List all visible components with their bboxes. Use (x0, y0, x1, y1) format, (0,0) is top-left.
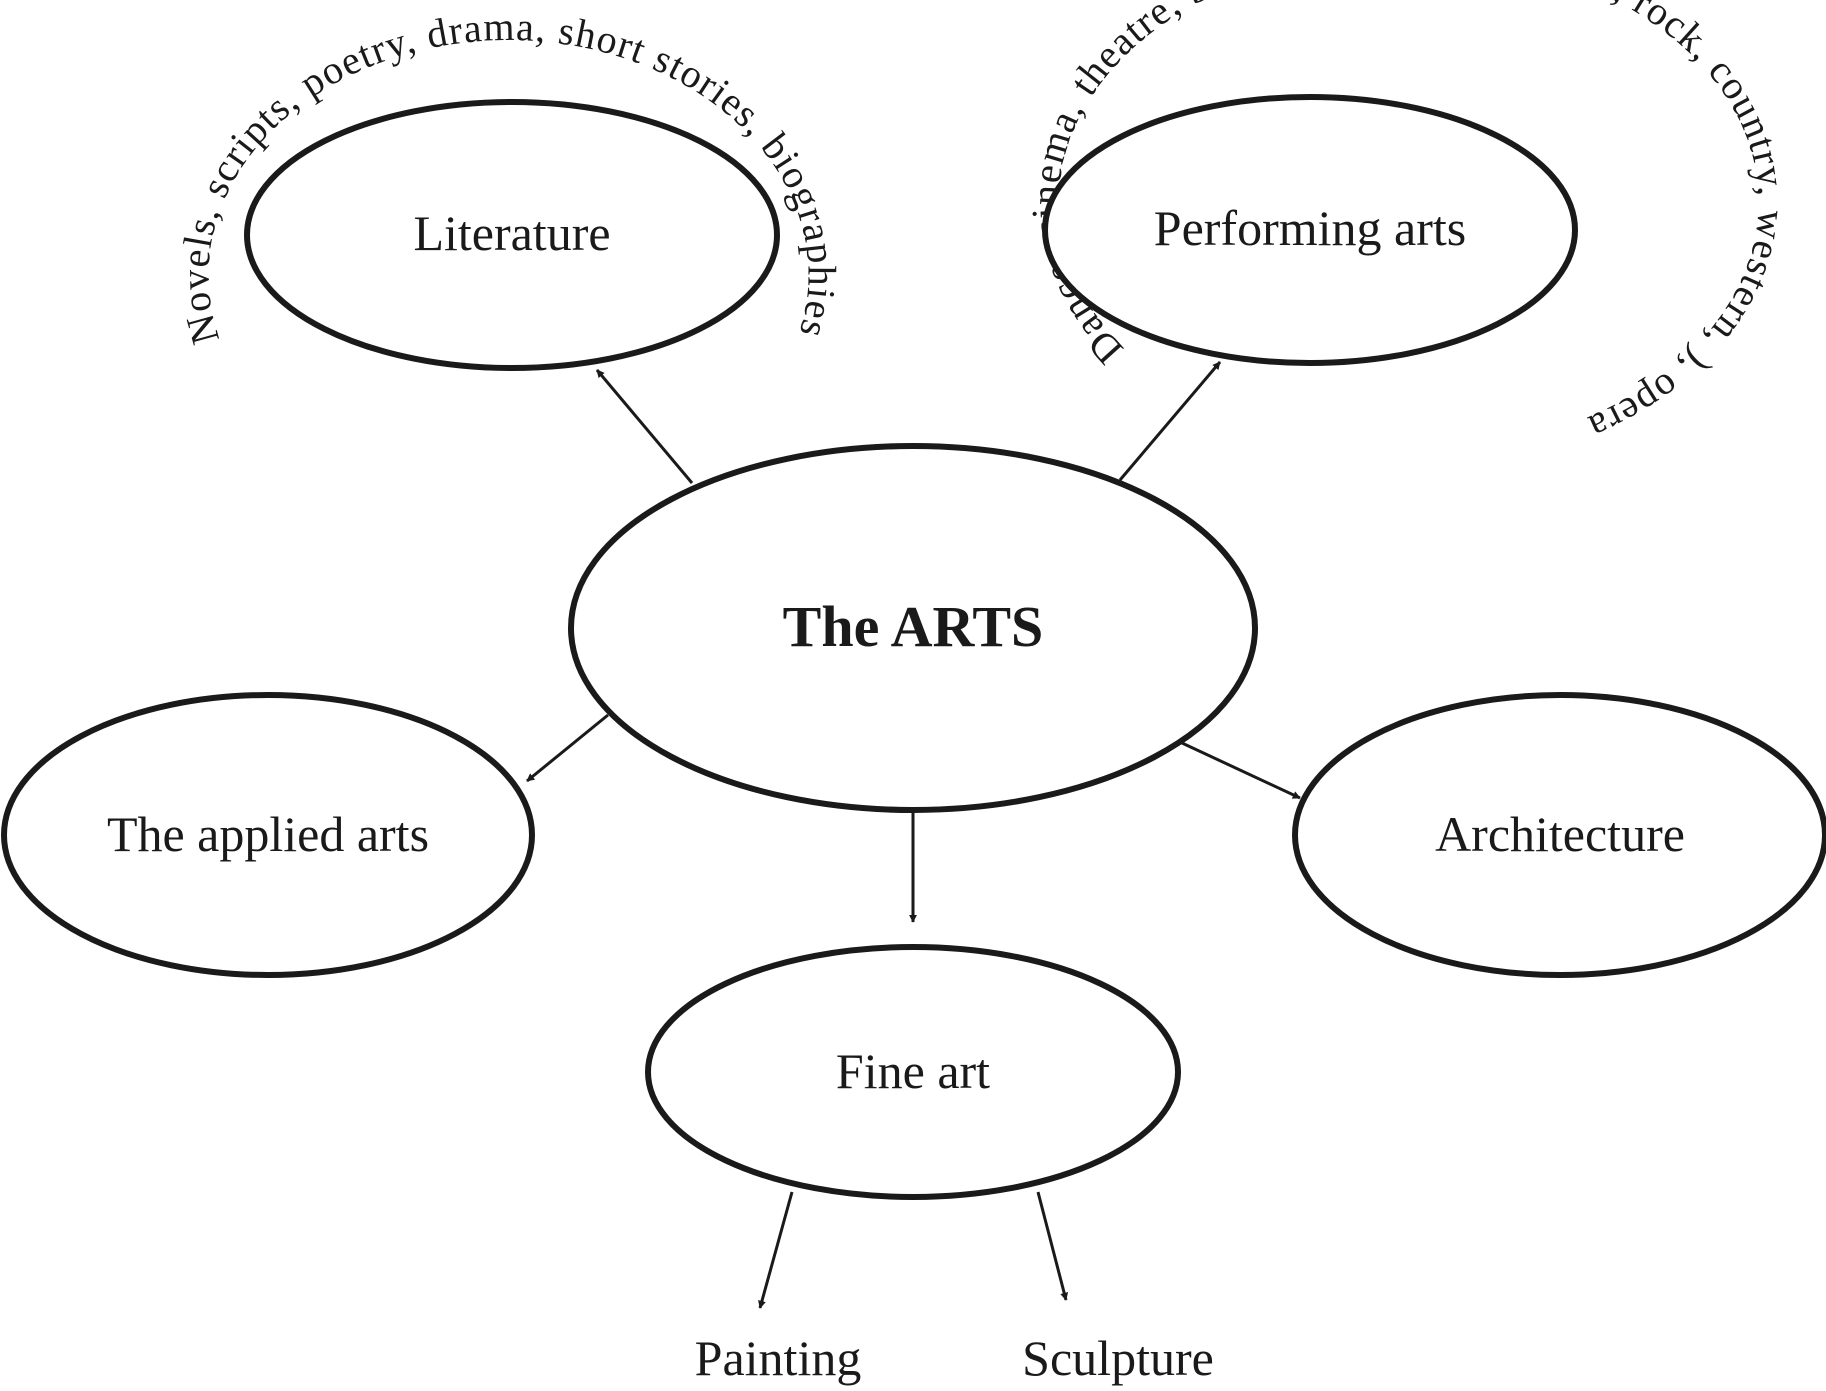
node-performing-arts-label: Performing arts (1154, 200, 1466, 256)
arrow-to-applied-arts (526, 713, 609, 783)
leaf-sculpture-label: Sculpture (1022, 1330, 1214, 1386)
node-architecture: Architecture (1292, 692, 1826, 978)
arrow-to-literature (595, 369, 694, 484)
arrow-to-painting (758, 1191, 794, 1309)
node-literature: Literature (244, 99, 780, 371)
node-applied-arts: The applied arts (1, 692, 535, 978)
node-the-arts-label: The ARTS (783, 594, 1044, 659)
arrow-to-sculpture (1036, 1191, 1069, 1301)
arrow-to-architecture (1181, 741, 1301, 800)
node-performing-arts: Performing arts (1042, 94, 1578, 366)
node-literature-label: Literature (413, 205, 610, 261)
leaf-painting-label: Painting (695, 1330, 862, 1386)
node-the-arts: The ARTS (568, 443, 1258, 813)
node-fine-art-label: Fine art (836, 1043, 990, 1099)
node-applied-arts-label: The applied arts (107, 806, 429, 862)
arrow-to-performing-arts (1118, 361, 1222, 481)
node-architecture-label: Architecture (1435, 806, 1685, 862)
node-fine-art: Fine art (645, 944, 1181, 1200)
